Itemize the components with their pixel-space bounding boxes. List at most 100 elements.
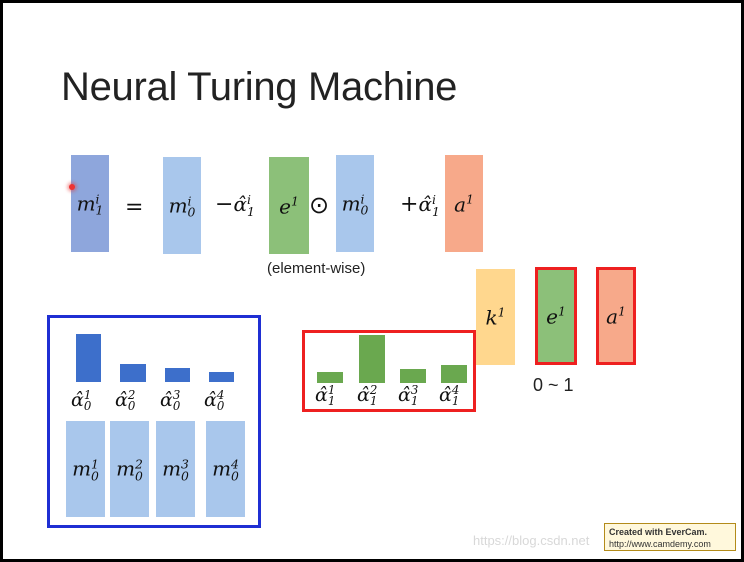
odot-operator: ⊙: [309, 191, 330, 219]
a-symbol: a: [606, 304, 619, 329]
e-symbol: e: [279, 193, 291, 218]
k1-label: k1: [476, 305, 515, 330]
sup: 3: [410, 383, 419, 398]
sup: 4: [231, 457, 239, 473]
sup: 1: [327, 383, 336, 398]
sub: 1: [410, 394, 419, 408]
element-wise-note: (element-wise): [267, 260, 366, 277]
e1-vector: e1: [269, 157, 309, 254]
a-symbol: a: [454, 191, 467, 216]
e1-vector-highlighted: e1: [535, 267, 577, 365]
slide-title: Neural Turing Machine: [61, 65, 458, 109]
weight-symbol: α̂: [71, 389, 84, 411]
memory-panel: [47, 315, 261, 528]
sup: 1: [557, 303, 566, 319]
e1-label-2: e1: [538, 304, 574, 329]
sub: 0: [172, 399, 181, 413]
weight-symbol: α̂: [357, 384, 370, 406]
m-symbol: m: [168, 193, 188, 218]
evercam-badge: Created with EverCam. http://www.camdemy…: [604, 523, 736, 551]
sup: i: [95, 191, 100, 207]
sup: i: [360, 191, 365, 207]
sup: 1: [290, 193, 299, 209]
attention-weight-bar: [359, 335, 385, 383]
sup: 3: [181, 457, 189, 473]
m-symbol: m: [76, 191, 96, 216]
sub: 0: [216, 399, 225, 413]
weight-symbol: α̂: [204, 389, 217, 411]
memory-weight-bar: [165, 368, 190, 382]
evercam-line1: Created with EverCam.: [609, 527, 708, 537]
sub: 1: [431, 203, 440, 219]
sub: 0: [91, 468, 99, 484]
attention-panel: [302, 330, 476, 412]
m-symbol: m: [341, 191, 361, 216]
alpha-hat-symbol: α̂: [233, 192, 247, 216]
sup: 1: [618, 303, 626, 319]
sup: 3: [172, 388, 181, 403]
e-symbol: e: [546, 304, 558, 329]
sup: 1: [497, 304, 506, 320]
memory-weight-bar: [209, 372, 234, 382]
memory-weight-bar: [120, 364, 146, 382]
sup: i: [431, 192, 436, 208]
plus-sign: +: [400, 192, 419, 217]
equals-sign: =: [125, 195, 144, 220]
sub: 1: [327, 394, 336, 408]
sup: 2: [127, 388, 136, 403]
sup: 2: [135, 457, 143, 473]
weight-symbol: α̂: [315, 384, 328, 406]
sup: 1: [91, 457, 99, 473]
sup: i: [246, 192, 251, 208]
sup: 4: [216, 388, 225, 403]
sub: 0: [181, 468, 189, 484]
alpha-hat-symbol: α̂: [418, 192, 432, 216]
sub: 1: [451, 394, 460, 408]
minus-sign: −: [215, 192, 234, 217]
weight-symbol: α̂: [439, 384, 452, 406]
evercam-line2: http://www.camdemy.com: [609, 539, 711, 549]
attention-weight-bar: [441, 365, 467, 383]
weight-symbol: α̂: [160, 389, 173, 411]
sub: 1: [246, 203, 255, 219]
weight-symbol: m: [72, 456, 92, 481]
sup: i: [187, 193, 192, 209]
sub: 0: [135, 468, 143, 484]
sup: 1: [83, 388, 92, 403]
range-label: 0 ~ 1: [533, 375, 574, 395]
memory-weight-bar: [76, 334, 101, 382]
watermark: https://blog.csdn.net: [473, 533, 590, 548]
k-symbol: k: [485, 305, 498, 330]
